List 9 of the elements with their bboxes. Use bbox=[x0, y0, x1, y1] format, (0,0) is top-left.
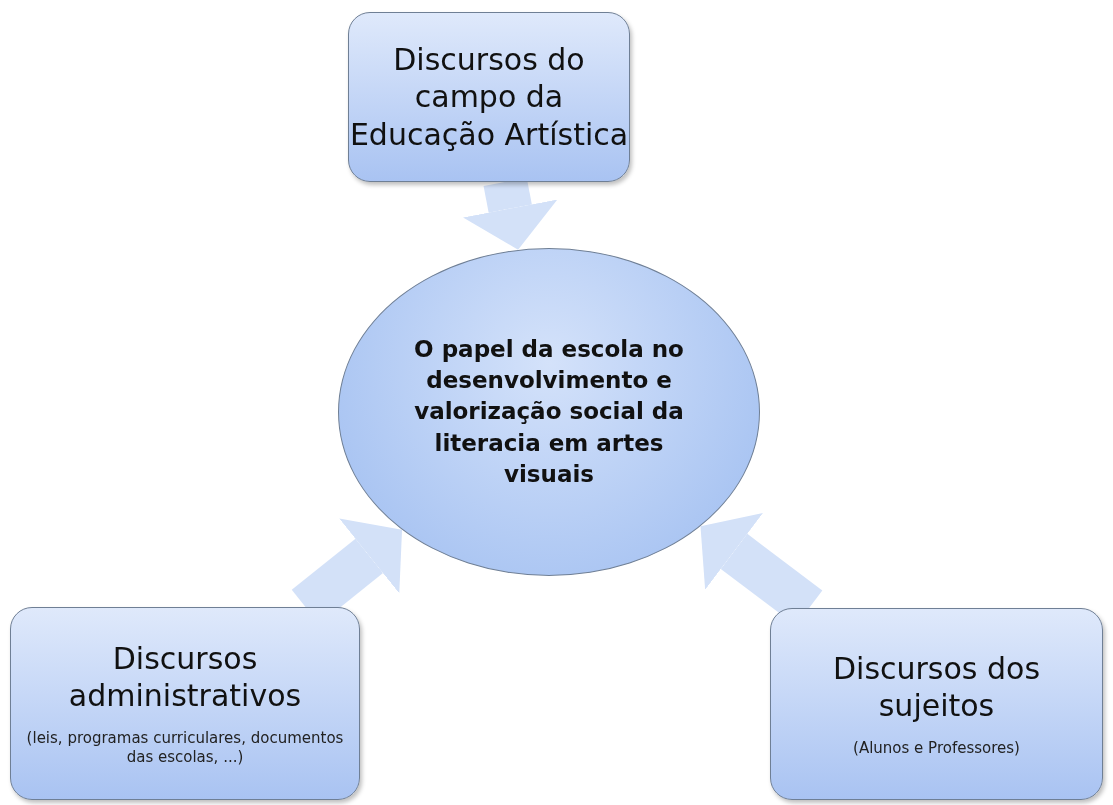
central-topic: O papel da escola no desenvolvimento e valorização social da literacia em artes visuais bbox=[413, 335, 685, 489]
discourse-box bbox=[10, 607, 360, 800]
box-note: (leis, programas curriculares, documentos das escolas, ...) bbox=[25, 728, 345, 768]
discourse-box bbox=[348, 12, 630, 182]
discourse-box bbox=[770, 608, 1103, 800]
box-heading: Discursos dos sujeitos bbox=[831, 649, 1042, 725]
box-heading: Discursos administrativos bbox=[67, 639, 303, 715]
box-heading: Discursos do campo da Educação Artística bbox=[349, 40, 629, 154]
box-note: (Alunos e Professores) bbox=[853, 738, 1020, 759]
